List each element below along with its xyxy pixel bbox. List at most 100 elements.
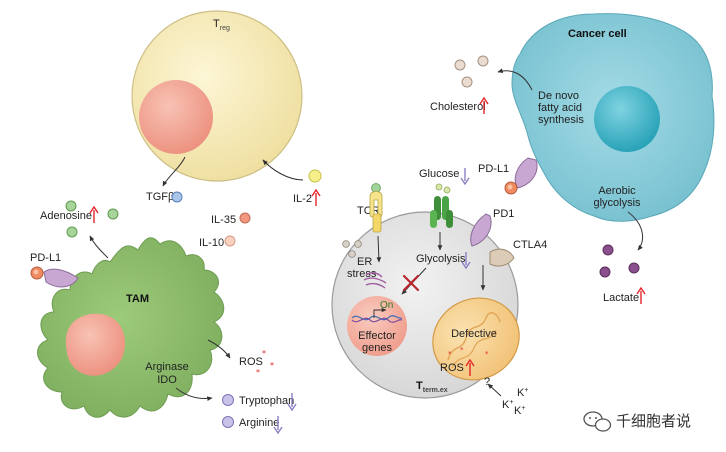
il10-label: IL-10 xyxy=(199,237,224,249)
mito-ros-star-1: * xyxy=(448,350,452,358)
adenosine-up-arrow xyxy=(89,205,99,223)
adenosine-molecule-2 xyxy=(107,208,119,220)
tcr-receptor xyxy=(369,183,383,233)
defective-mitochondrion: Defective ROS * * * xyxy=(432,297,520,381)
pd1-receptor xyxy=(470,213,492,247)
aerobic-glycolysis-line2: glycolysis xyxy=(593,197,641,209)
tryptophan-label: Tryptophan xyxy=(239,395,294,407)
treg-cell: Treg xyxy=(131,10,303,182)
tam-ros-star-1: * xyxy=(262,349,266,358)
tam-ros-arrow xyxy=(207,339,231,359)
enzyme-depletion-arrow xyxy=(175,387,213,402)
mito-ros-star-3: * xyxy=(485,350,489,358)
fa-synthesis-line2: fatty acid xyxy=(538,102,582,114)
aerobic-glycolysis-arrow xyxy=(627,211,644,251)
potassium-influx-arrow xyxy=(487,383,502,397)
fa-synthesis-line1: De novo xyxy=(538,90,579,102)
glucose-molecule-2 xyxy=(443,186,451,194)
lactate-molecule-3 xyxy=(628,262,640,274)
er-vesicle-1 xyxy=(342,240,350,248)
tam-nucleus xyxy=(65,313,125,376)
arginine-molecule xyxy=(222,416,234,428)
lactate-label: Lactate xyxy=(603,292,639,304)
cholesterol-molecule-3 xyxy=(461,76,473,88)
lactate-up-arrow xyxy=(636,286,646,304)
cancer-pdl1-label: PD-L1 xyxy=(478,163,509,175)
tcr-to-er-arrow xyxy=(376,235,382,263)
cholesterol-molecule-1 xyxy=(454,59,466,71)
arginine-label: Arginine xyxy=(239,417,279,429)
glucose-label: Glucose xyxy=(419,168,459,180)
cancer-pdl1-receptor xyxy=(504,157,538,195)
tam-pdl1-receptor xyxy=(30,266,79,288)
glucose-down-arrow xyxy=(460,168,470,186)
mito-ros-star-2: * xyxy=(460,346,464,354)
tam-ros-star-2: * xyxy=(270,361,274,370)
mito-ros-up-arrow xyxy=(465,358,475,376)
tam-ros-label: ROS xyxy=(239,356,263,368)
glycolysis-down-arrow xyxy=(461,252,471,270)
tam-ros-star-3: * xyxy=(256,368,260,377)
tam-label: TAM xyxy=(126,293,149,305)
mito-defective-label: Defective xyxy=(451,328,497,340)
ctla4-label: CTLA4 xyxy=(513,239,547,251)
on-label: On xyxy=(380,300,393,311)
unknown-mechanism-label: ? xyxy=(484,376,490,388)
tcell-label: Tterm.ex xyxy=(416,380,448,394)
arginine-down-arrow xyxy=(273,416,283,435)
tam-enzymes-line1: Arginase xyxy=(145,361,188,373)
er-vesicle-3 xyxy=(348,250,356,258)
adenosine-molecule-1 xyxy=(65,200,77,212)
effector-genes-line2: genes xyxy=(362,342,392,354)
il10-molecule xyxy=(224,235,236,247)
il2-up-arrow xyxy=(311,188,321,206)
adenosine-secretion-arrow xyxy=(89,235,109,259)
watermark-text: 千细胞者说 xyxy=(616,412,691,430)
tryptophan-down-arrow xyxy=(287,393,297,412)
treg-label: Treg xyxy=(213,18,230,32)
tryptophan-molecule xyxy=(222,394,234,406)
potassium-label-3: K+ xyxy=(514,405,525,417)
tgfb-label: TGFβ xyxy=(146,191,174,203)
er-vesicle-2 xyxy=(354,240,362,248)
adenosine-label: Adenosine xyxy=(40,210,92,222)
il2-uptake-arrow xyxy=(262,159,304,181)
pd1-label: PD1 xyxy=(493,208,514,220)
tam-pdl1-label: PD-L1 xyxy=(30,252,61,264)
er-membrane xyxy=(363,272,387,289)
adenosine-molecule-3 xyxy=(66,226,78,238)
lactate-molecule-2 xyxy=(599,266,611,278)
cancer-cell: Cancer cell De novo fatty acid synthesis… xyxy=(511,13,715,222)
ctla4-receptor xyxy=(489,248,515,267)
treg-nucleus xyxy=(139,80,213,154)
il35-label: IL-35 xyxy=(211,214,236,226)
glycolysis-label: Glycolysis xyxy=(416,253,466,265)
il35-molecule xyxy=(239,212,251,224)
tgfb-secretion-arrow xyxy=(162,156,186,187)
potassium-label-1: K+ xyxy=(502,399,513,411)
il2-molecule xyxy=(308,169,322,183)
cholesterol-label: Cholesterol xyxy=(430,101,486,113)
lactate-molecule-1 xyxy=(602,244,614,256)
tam-cell: TAM Arginase IDO xyxy=(37,237,225,418)
fa-synthesis-line3: synthesis xyxy=(538,114,584,126)
glucose-transporter xyxy=(430,196,453,228)
il2-label: IL-2 xyxy=(293,193,312,205)
tcell-nucleus: On Effector genes xyxy=(347,296,407,356)
cholesterol-up-arrow xyxy=(479,96,489,114)
cancer-nucleus xyxy=(594,86,660,152)
potassium-label-2: K+ xyxy=(517,387,528,399)
fa-synthesis-arrow xyxy=(497,68,533,91)
effector-genes-line1: Effector xyxy=(358,330,396,342)
cancer-label: Cancer cell xyxy=(568,28,627,40)
aerobic-glycolysis-line1: Aerobic xyxy=(598,185,636,197)
blocked-signal-x xyxy=(402,274,420,292)
tgfb-molecule xyxy=(171,191,183,203)
tam-enzymes-line2: IDO xyxy=(157,374,177,386)
er-stress-line1: ER xyxy=(357,256,372,268)
mito-ros-label: ROS xyxy=(440,362,464,374)
glucose-molecule-1 xyxy=(435,183,443,191)
er-stress-line2: stress xyxy=(347,268,377,280)
cholesterol-molecule-2 xyxy=(477,55,489,67)
